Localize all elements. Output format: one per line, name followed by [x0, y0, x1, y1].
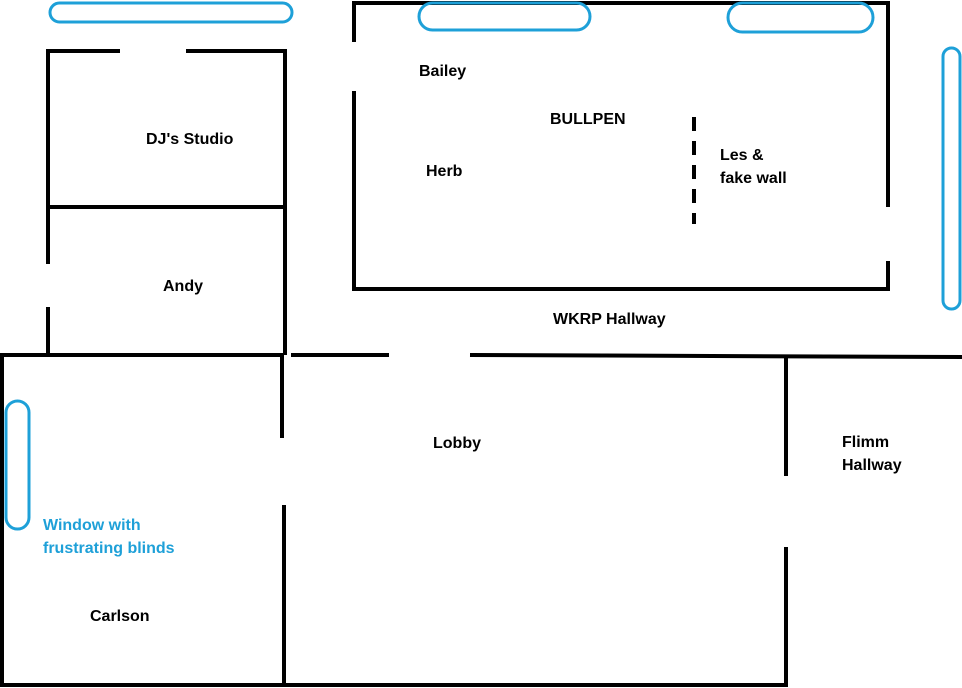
window-carlson	[4, 399, 31, 531]
room-label-flimm-line1: Flimm	[842, 434, 890, 451]
window-annotation-line1: Window with	[43, 517, 141, 534]
window-top-left	[48, 1, 294, 24]
room-label-flimm-hallway: Flimm Hallway	[842, 431, 902, 477]
room-label-herb: Herb	[426, 163, 463, 180]
wall-lobby-top-right	[469, 352, 962, 360]
window-bullpen-right	[726, 1, 875, 34]
window-right-side	[941, 46, 962, 311]
room-label-bullpen: BULLPEN	[550, 111, 626, 128]
room-label-carlson: Carlson	[90, 608, 150, 625]
window-annotation-line2: frustrating blinds	[43, 540, 175, 557]
room-label-flimm-line2: Hallway	[842, 457, 902, 474]
room-label-les: Les & fake wall	[720, 144, 787, 190]
room-label-bailey: Bailey	[419, 63, 467, 80]
room-label-wkrp-hallway: WKRP Hallway	[553, 311, 666, 328]
window-bullpen-left	[417, 1, 592, 32]
room-label-dj-studio: DJ's Studio	[146, 131, 234, 148]
window-annotation: Window with frustrating blinds	[43, 514, 175, 560]
room-label-lobby: Lobby	[433, 435, 481, 452]
room-label-andy: Andy	[163, 278, 203, 295]
room-label-les-line2: fake wall	[720, 170, 787, 187]
room-label-les-line1: Les &	[720, 147, 764, 164]
